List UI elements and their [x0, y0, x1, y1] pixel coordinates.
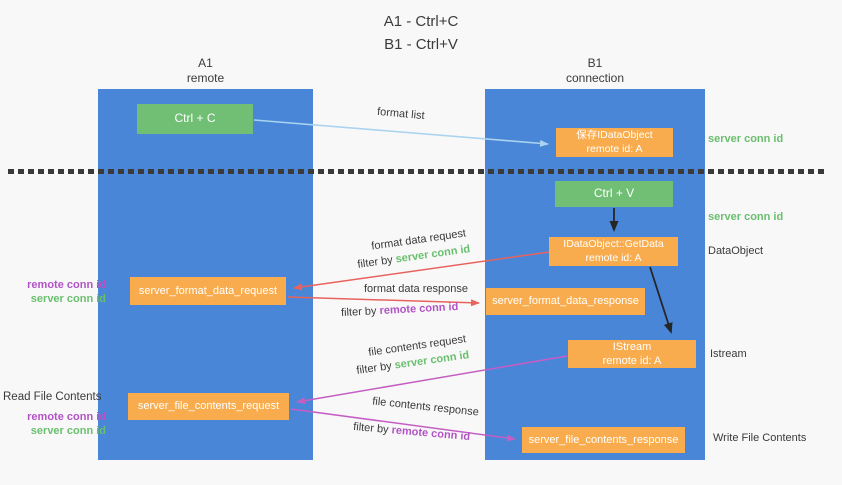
side-label-server-conn-id-2: server conn id — [30, 425, 106, 437]
label-file-contents-response: file contents response — [371, 395, 480, 419]
node-ctrl-c-label: Ctrl + C — [174, 111, 216, 126]
remote-conn-id-highlight: remote conn id — [379, 300, 459, 318]
machine-boundary-dotted-line — [8, 169, 826, 174]
node-istream-line1: IStream — [612, 340, 652, 353]
filter-by-prefix: filter by — [356, 253, 397, 271]
node-istream: IStream remote id: A — [568, 340, 696, 368]
node-ctrl-c: Ctrl + C — [137, 104, 253, 134]
lane-a1-subtitle: remote — [186, 71, 225, 85]
node-server-format-data-request: server_format_data_request — [130, 277, 286, 305]
node-save-line1: 保存IDataObject — [576, 128, 653, 141]
node-ctrl-v-label: Ctrl + V — [593, 186, 635, 201]
side-label-write-file-contents: Write File Contents — [713, 432, 807, 444]
lane-b1-subtitle: connection — [565, 71, 625, 85]
label-format-data-response: format data response — [364, 283, 468, 295]
node-server-format-data-response: server_format_data_response — [486, 288, 645, 315]
diagram-title: A1 - Ctrl+C B1 - Ctrl+V — [0, 11, 842, 56]
lane-header-b1: B1 connection — [485, 56, 705, 86]
lane-a1-title: A1 — [198, 56, 213, 70]
title-line-1: A1 - Ctrl+C — [383, 13, 459, 30]
remote-conn-id-highlight: remote conn id — [391, 424, 471, 444]
node-format-resp-label: server_format_data_response — [492, 295, 639, 308]
node-getdata-line1: IDataObject::GetData — [563, 237, 664, 250]
side-label-remote-conn-id-1: remote conn id — [27, 279, 106, 291]
node-idataobject-getdata: IDataObject::GetData remote id: A — [549, 237, 678, 266]
node-file-resp-label: server_file_contents_response — [528, 433, 679, 446]
side-label-read-file-contents: Read File Contents — [3, 391, 102, 403]
node-server-file-contents-response: server_file_contents_response — [522, 427, 685, 453]
lane-header-a1: A1 remote — [98, 56, 313, 86]
filter-by-prefix: filter by — [340, 305, 380, 320]
label-filter-by-remote-conn-id-1: filter by remote conn id — [341, 301, 459, 319]
side-label-server-conn-id-mid: server conn id — [708, 211, 784, 223]
node-ctrl-v: Ctrl + V — [555, 181, 673, 207]
filter-by-prefix: filter by — [352, 420, 393, 437]
node-file-req-label: server_file_contents_request — [137, 400, 280, 413]
filter-by-prefix: filter by — [355, 359, 396, 377]
node-getdata-line2: remote id: A — [585, 251, 642, 264]
node-istream-line2: remote id: A — [602, 355, 662, 367]
lane-b1-title: B1 — [587, 56, 603, 70]
node-save-line2: remote id: A — [586, 142, 643, 155]
title-line-2: B1 - Ctrl+V — [384, 35, 458, 53]
label-filter-by-remote-conn-id-2: filter by remote conn id — [353, 421, 471, 443]
node-server-file-contents-request: server_file_contents_request — [128, 393, 289, 420]
label-format-list: format list — [376, 105, 426, 123]
side-label-server-conn-id-1: server conn id — [30, 293, 106, 305]
node-format-req-label: server_format_data_request — [138, 284, 278, 297]
node-save-idataobject: 保存IDataObject remote id: A — [556, 128, 673, 157]
side-label-dataobject: DataObject — [708, 245, 764, 257]
side-label-remote-conn-id-2: remote conn id — [27, 411, 106, 423]
side-label-istream: Istream — [710, 348, 747, 360]
side-label-server-conn-id-top: server conn id — [708, 133, 784, 145]
